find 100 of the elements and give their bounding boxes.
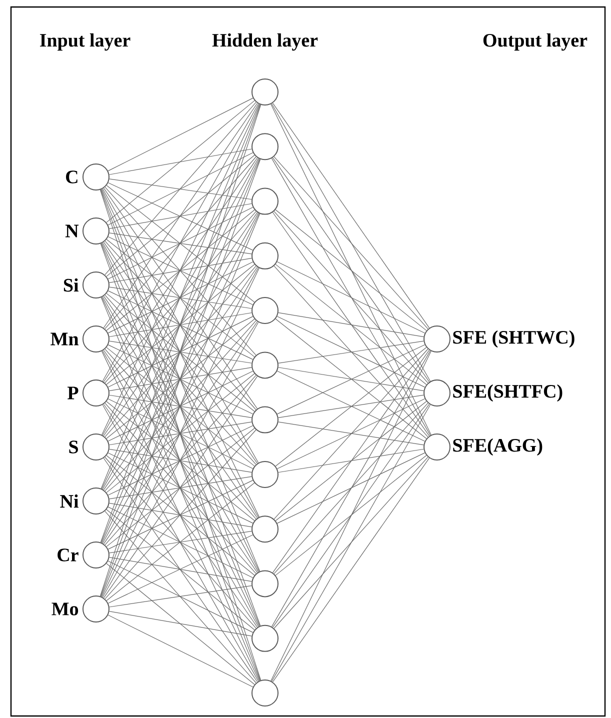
connection-line: [275, 347, 427, 466]
connection-line: [108, 398, 254, 469]
hidden-neuron: [252, 133, 278, 160]
connection-line: [104, 240, 256, 410]
output-neuron: SFE(SHTFC): [424, 380, 562, 406]
connection-line: [103, 321, 258, 544]
connection-line: [108, 262, 254, 334]
connection-line: [109, 530, 252, 554]
input-neuron: N: [65, 218, 110, 244]
node-label: SFE(AGG): [453, 438, 542, 456]
connection-line: [102, 188, 259, 464]
connection-line: [103, 376, 258, 598]
connection-line: [102, 242, 259, 518]
connection-line: [274, 211, 428, 384]
node-label: Cr: [58, 548, 78, 562]
connection-line: [104, 102, 256, 276]
connection-line: [104, 320, 256, 492]
connection-line: [106, 210, 255, 331]
connection-line: [272, 157, 430, 382]
connection-line: [103, 102, 258, 328]
output-neuron: SFE(AGG): [424, 434, 542, 460]
connection-line: [102, 322, 259, 598]
connection-line: [102, 267, 259, 544]
connection-line: [104, 211, 256, 384]
connection-line: [108, 344, 254, 414]
layer-heading: Hidden layer: [212, 33, 318, 51]
connection-line: [109, 448, 252, 473]
connection-line: [108, 148, 252, 175]
connection-line: [102, 104, 260, 436]
connection-line: [104, 186, 256, 356]
connection-line: [272, 350, 430, 573]
connection-line: [276, 452, 426, 524]
connection-line: [102, 404, 259, 682]
hidden-neuron: [252, 570, 278, 598]
connection-line: [278, 448, 424, 473]
connection-line: [102, 296, 260, 627]
hidden-neuron: [252, 406, 278, 434]
connection-line: [274, 456, 428, 629]
connection-line: [108, 236, 254, 306]
connection-line: [109, 178, 252, 200]
connection-line: [271, 350, 431, 627]
connection-line: [276, 261, 426, 334]
connection-line: [103, 296, 258, 518]
node-label: N: [65, 224, 79, 238]
connection-line: [103, 188, 258, 410]
connection-line: [109, 286, 252, 309]
connection-line: [103, 404, 258, 628]
hidden-neuron: [252, 680, 278, 706]
hidden-neuron: [252, 242, 278, 270]
connection-line: [106, 185, 255, 302]
connection-line: [109, 476, 252, 500]
input-neuron: Mo: [52, 596, 110, 622]
connection-line: [109, 258, 252, 284]
connection-line: [106, 401, 255, 521]
connection-line: [272, 404, 430, 628]
connection-line: [272, 212, 430, 436]
connection-line: [109, 232, 252, 254]
input-neuron: Cr: [58, 542, 110, 568]
node-label: S: [69, 440, 78, 454]
node-label: C: [66, 170, 78, 184]
node-label: Si: [64, 278, 79, 292]
connection-line: [106, 563, 255, 685]
hidden-neuron: [252, 516, 278, 543]
connection-line: [104, 374, 256, 546]
input-neuron: C: [66, 164, 110, 190]
connection-line: [103, 157, 258, 382]
connection-line: [104, 266, 256, 438]
connection-line: [106, 239, 255, 358]
connection-line: [278, 312, 424, 338]
connection-line: [108, 452, 254, 524]
connection-line: [109, 422, 252, 446]
connection-line: [104, 510, 256, 684]
connection-line: [104, 430, 256, 600]
input-neuron: S: [69, 434, 110, 460]
connection-line: [104, 402, 256, 574]
connection-line: [278, 340, 424, 364]
connection-line: [272, 458, 430, 682]
connection-line: [106, 100, 255, 223]
connection-line: [271, 103, 431, 382]
hidden-neuron: [252, 78, 278, 106]
connection-line: [109, 340, 252, 364]
connection-line: [271, 404, 431, 682]
node-label: P: [68, 386, 78, 400]
connection-line: [106, 154, 255, 277]
connection-line: [275, 209, 427, 331]
connection-line: [102, 350, 260, 682]
input-neuron: P: [68, 380, 110, 406]
connection-line: [108, 98, 254, 172]
connection-line: [106, 264, 255, 385]
connection-line: [103, 242, 258, 464]
connection-line: [103, 266, 258, 490]
connection-line: [274, 266, 428, 438]
connection-line: [102, 158, 260, 490]
connection-line: [278, 422, 424, 446]
connection-line: [104, 156, 256, 330]
layer-heading: Input layer: [40, 33, 130, 51]
connection-line: [272, 102, 430, 328]
connection-line: [278, 367, 424, 392]
hidden-neuron: [252, 297, 278, 324]
input-neuron: Ni: [60, 488, 110, 514]
